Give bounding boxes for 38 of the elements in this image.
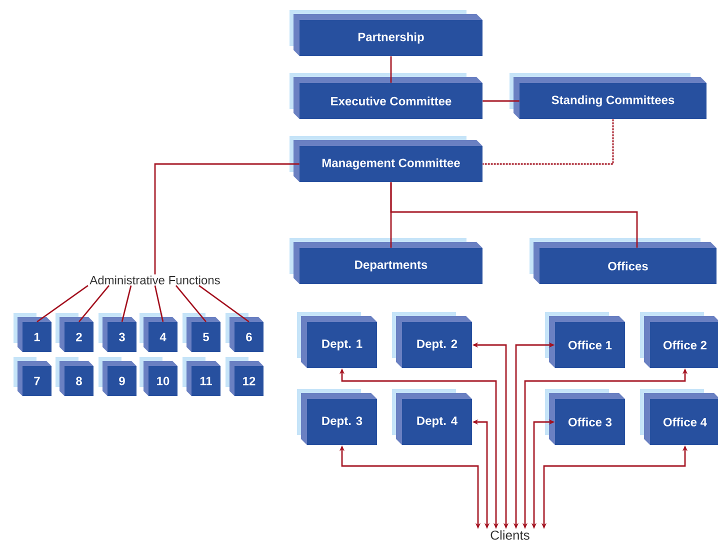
connector-line <box>78 285 110 322</box>
org-box: Dept. 3 <box>297 389 377 445</box>
org-box: Dept. 4 <box>392 389 472 445</box>
connector-line <box>121 285 132 322</box>
number-box: 11 <box>182 357 220 396</box>
number-box: 9 <box>98 357 136 396</box>
org-box: Executive Committee <box>290 73 482 119</box>
connector-line <box>154 163 300 274</box>
connector-line <box>390 56 392 83</box>
connector-line <box>482 100 520 102</box>
connector-line <box>198 285 250 322</box>
org-box: Management Committee <box>290 136 482 182</box>
label-text: Clients <box>490 530 530 540</box>
number-box: 12 <box>226 357 264 396</box>
org-box: Partnership <box>290 10 482 56</box>
number-box: 3 <box>98 313 136 352</box>
org-box: Office 3 <box>545 389 625 445</box>
connector-line <box>36 285 88 322</box>
number-box: 7 <box>14 357 52 396</box>
number-box: 10 <box>140 357 178 396</box>
number-box: 2 <box>56 313 94 352</box>
org-box: Dept. 1 <box>297 312 377 368</box>
connector-line <box>154 285 164 322</box>
number-box: 1 <box>14 313 52 352</box>
connector-line <box>390 182 638 248</box>
org-box: Standing Committees <box>510 73 706 119</box>
org-box: Offices <box>530 238 716 284</box>
org-box: Office 2 <box>640 312 718 368</box>
number-box: 6 <box>226 313 264 352</box>
number-box: 5 <box>182 313 220 352</box>
org-box: Departments <box>290 238 482 284</box>
org-box: Dept. 2 <box>392 312 472 368</box>
label-text: Administrative Functions <box>90 276 220 284</box>
number-box: 8 <box>56 357 94 396</box>
org-box: Office 1 <box>545 312 625 368</box>
number-box: 4 <box>140 313 178 352</box>
org-box: Office 4 <box>640 389 718 445</box>
connector-line <box>482 119 614 165</box>
